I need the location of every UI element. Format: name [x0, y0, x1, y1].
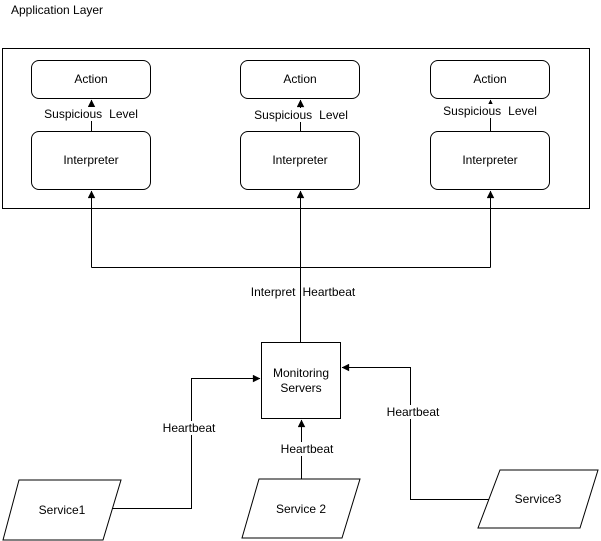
node-interpreter-2: Interpreter [240, 131, 360, 190]
node-interpreter-3-label: Interpreter [462, 153, 518, 167]
node-action-2: Action [240, 60, 360, 99]
application-layer-frame [2, 48, 590, 209]
node-action-2-label: Action [283, 72, 317, 86]
node-service-1-label: Service1 [38, 503, 86, 517]
edge-service3-monitoring [341, 363, 489, 500]
label-heartbeat-service1: Heartbeat [161, 421, 217, 435]
node-service-1 [2, 479, 122, 541]
node-action-3-label: Action [473, 72, 507, 86]
node-interpreter-1-label: Interpreter [63, 153, 119, 167]
node-service-2 [241, 478, 361, 539]
node-interpreter-1: Interpreter [31, 131, 151, 190]
node-service-3-label: Service3 [514, 492, 562, 506]
node-service-2-label: Service 2 [275, 502, 327, 516]
node-interpreter-2-label: Interpreter [272, 153, 328, 167]
label-heartbeat-service2: Heartbeat [279, 442, 335, 456]
application-layer-title: Application Layer [11, 3, 104, 17]
node-action-3: Action [430, 60, 550, 99]
node-interpreter-3: Interpreter [430, 131, 550, 190]
label-heartbeat-service3: Heartbeat [385, 405, 441, 419]
node-action-1-label: Action [74, 72, 108, 86]
edge-service1-monitoring [112, 374, 261, 509]
node-monitoring-servers-label: Monitoring Servers [272, 365, 330, 395]
node-monitoring-servers: Monitoring Servers [261, 342, 341, 419]
node-action-1: Action [31, 60, 151, 99]
node-service-3 [477, 469, 599, 529]
